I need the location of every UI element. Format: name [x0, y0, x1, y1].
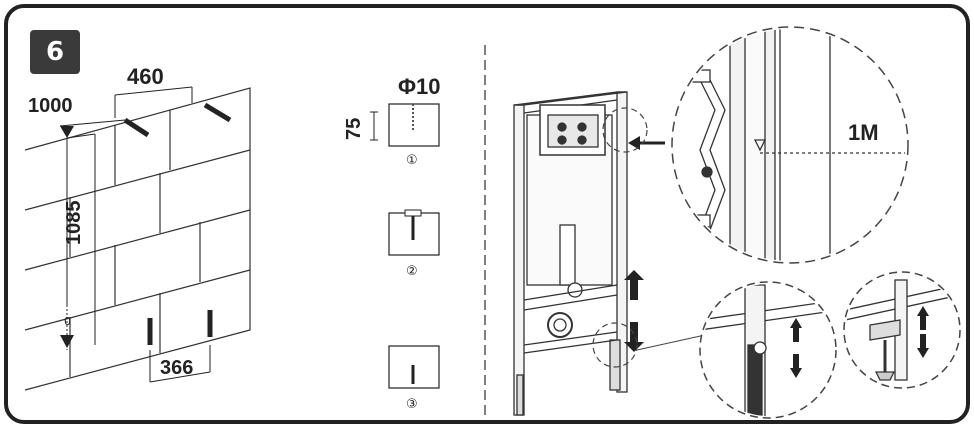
- wall-bolt-top-right: [203, 102, 232, 123]
- level-marker-top-icon: [60, 126, 74, 138]
- dimension-460: 460: [127, 64, 164, 89]
- pointer-arrow-icon: [628, 136, 665, 150]
- step-number-3: ③: [406, 397, 418, 412]
- dimension-460-bracket: [114, 86, 193, 118]
- detail-circle-level: [671, 26, 909, 264]
- dimension-1085-line: [66, 133, 96, 345]
- anchor-step-1: [388, 103, 440, 147]
- dimension-366: 366: [160, 357, 193, 379]
- anchor-diameter-label: Φ10: [398, 74, 441, 99]
- height-adjust-arrow-icon: [624, 270, 644, 352]
- dimension-366-bracket: [149, 345, 211, 383]
- dimension-1085: 1085: [63, 201, 85, 246]
- detail-ring-top: [602, 107, 648, 153]
- wall-bolt-top-left: [123, 117, 150, 138]
- detail-circle-leg: [699, 281, 837, 419]
- detail-ring-bottom: [592, 322, 638, 368]
- step-number-badge: 6: [30, 30, 80, 74]
- dimension-1000: 1000: [28, 95, 73, 117]
- wall-tiles-diagram: [24, 87, 251, 391]
- installation-frame: [513, 91, 628, 416]
- detail-circle-bracket: [843, 271, 961, 389]
- panel-border: [4, 4, 970, 424]
- depth-dimension-line: [370, 111, 378, 141]
- step-number-2: ②: [406, 264, 418, 279]
- step-number-1: ①: [406, 153, 418, 168]
- level-line-top: [59, 119, 126, 127]
- level-mark-label: 1M: [848, 120, 879, 145]
- anchor-depth-label: 75: [343, 118, 365, 140]
- anchor-step-2: [388, 209, 440, 256]
- detail-leader-line: [636, 334, 706, 351]
- anchor-step-3: [388, 345, 440, 389]
